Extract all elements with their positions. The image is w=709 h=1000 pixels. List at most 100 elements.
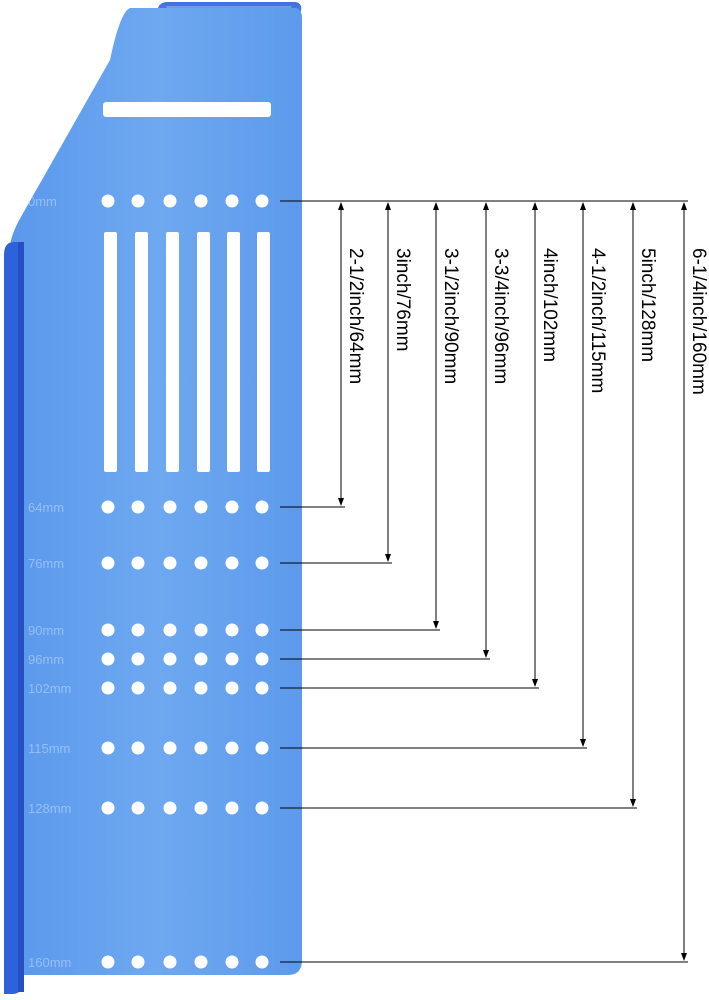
hole-r9-c5 [225,955,239,969]
hole-r2-c6 [255,500,269,514]
hole-r4-c2 [131,623,145,637]
hole-r6-c2 [131,681,145,695]
arrow-down-icon [630,799,636,807]
row-label-5: 96mm [28,652,64,667]
arrow-down-icon [681,953,687,961]
hole-r6-c5 [225,681,239,695]
hole-r7-c6 [255,741,269,755]
hole-r9-c1 [101,955,115,969]
slot-6 [257,232,270,472]
arrow-up-icon [681,202,687,210]
hole-r2-c3 [163,500,177,514]
dimension-label: 3-1/2inch/90mm [440,248,461,384]
hole-r1-c4 [194,194,208,208]
hole-grid [101,194,269,969]
hole-r2-c1 [101,500,115,514]
hole-r1-c2 [131,194,145,208]
dimension-2: 3inch/76mm [280,202,413,564]
hole-r9-c2 [131,955,145,969]
arrow-up-icon [532,202,538,210]
hole-r8-c4 [194,801,208,815]
dimension-5: 4inch/102mm [280,202,560,689]
left-fence-shadow [18,242,24,992]
dimension-6: 4-1/2inch/115mm [280,202,608,749]
hole-r9-c4 [194,955,208,969]
arrow-up-icon [385,202,391,210]
hole-r7-c5 [225,741,239,755]
hole-r6-c6 [255,681,269,695]
dimension-label: 3inch/76mm [392,248,413,352]
dimension-8: 6-1/4inch/160mm [280,202,709,963]
hole-r2-c4 [194,500,208,514]
hole-r1-c1 [101,194,115,208]
dimension-label: 6-1/4inch/160mm [688,248,709,395]
arrow-down-icon [532,679,538,687]
template-plate [10,8,302,975]
hole-r1-c5 [225,194,239,208]
hole-r7-c1 [101,741,115,755]
hole-r8-c1 [101,801,115,815]
hole-r5-c1 [101,652,115,666]
hole-r1-c6 [255,194,269,208]
slot-3 [166,232,179,472]
row-label-8: 128mm [28,801,71,816]
dimension-label: 3-3/4inch/96mm [490,248,511,384]
hole-r5-c5 [225,652,239,666]
arrow-up-icon [433,202,439,210]
arrow-down-icon [433,621,439,629]
hole-r7-c3 [163,741,177,755]
hole-r5-c3 [163,652,177,666]
hole-r3-c4 [194,556,208,570]
slot-2 [135,232,148,472]
hole-r4-c5 [225,623,239,637]
hole-r8-c2 [131,801,145,815]
slot-4 [197,232,210,472]
hole-r5-c2 [131,652,145,666]
row-label-3: 76mm [28,556,64,571]
hole-r8-c5 [225,801,239,815]
dimension-1: 2-1/2inch/64mm [280,202,366,508]
arrow-up-icon [483,202,489,210]
hole-r4-c4 [194,623,208,637]
hole-r7-c2 [131,741,145,755]
hole-r3-c3 [163,556,177,570]
slot-group [104,232,270,472]
hole-r4-c1 [101,623,115,637]
slot-1 [104,232,117,472]
row-label-1: 0mm [28,194,57,209]
dimension-label: 5inch/128mm [637,248,658,362]
row-label-6: 102mm [28,681,71,696]
hole-r9-c6 [255,955,269,969]
arrow-up-icon [630,202,636,210]
hole-r4-c3 [163,623,177,637]
hole-r9-c3 [163,955,177,969]
hole-r3-c2 [131,556,145,570]
hole-r6-c4 [194,681,208,695]
handle-slot [103,102,271,117]
hole-r6-c1 [101,681,115,695]
arrow-down-icon [483,650,489,658]
arrow-up-icon [580,202,586,210]
hole-r4-c6 [255,623,269,637]
left-fence [4,242,22,994]
hole-r5-c4 [194,652,208,666]
row-label-4: 90mm [28,623,64,638]
hole-r3-c5 [225,556,239,570]
hole-r8-c6 [255,801,269,815]
dimension-3: 3-1/2inch/90mm [280,202,461,631]
arrow-down-icon [580,739,586,747]
row-label-2: 64mm [28,500,64,515]
arrow-down-icon [385,554,391,562]
dimension-label: 4inch/102mm [539,248,560,362]
row-label-7: 115mm [28,741,70,756]
hole-r6-c3 [163,681,177,695]
slot-5 [227,232,240,472]
hole-r8-c3 [163,801,177,815]
dimension-4: 3-3/4inch/96mm [280,202,511,660]
hole-r2-c5 [225,500,239,514]
dimension-group: 2-1/2inch/64mm 3inch/76mm 3-1/2inch/90mm 3-… [280,200,709,963]
hole-r5-c6 [255,652,269,666]
dimension-label: 2-1/2inch/64mm [345,248,366,384]
hole-r3-c1 [101,556,115,570]
